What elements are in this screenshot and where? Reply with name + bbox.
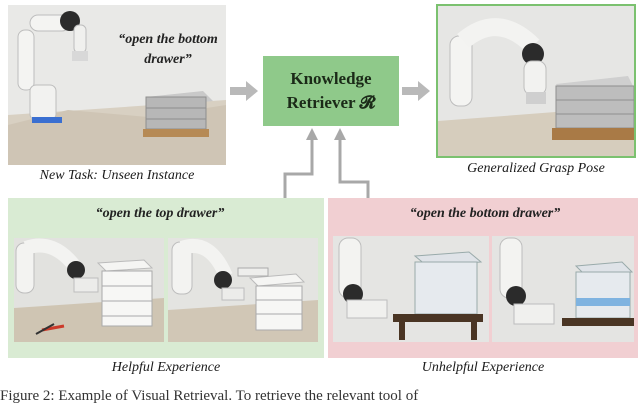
new-task-instruction: “open the bottom drawer” bbox=[118, 32, 218, 67]
generalized-caption: Generalized Grasp Pose bbox=[467, 161, 605, 176]
generalized-grasp-image bbox=[436, 4, 636, 158]
figure-caption: Figure 2: Example of Visual Retrieval. T… bbox=[0, 388, 419, 404]
retriever-line2: Retriever 𝓡 bbox=[286, 93, 376, 112]
new-task-image bbox=[8, 5, 226, 165]
arrow-right-1 bbox=[230, 81, 258, 101]
helpful-instruction: “open the top drawer” bbox=[95, 206, 225, 221]
unhelpful-instruction: “open the bottom drawer” bbox=[409, 206, 561, 221]
helpful-caption: Helpful Experience bbox=[111, 360, 221, 375]
knowledge-retriever-box: Knowledge Retriever 𝓡 bbox=[263, 56, 399, 126]
arrow-right-2 bbox=[402, 81, 430, 101]
helpful-image-1 bbox=[14, 238, 164, 342]
unhelpful-image-1 bbox=[333, 236, 489, 342]
retriever-line1: Knowledge bbox=[290, 69, 372, 88]
unhelpful-image-2 bbox=[492, 236, 634, 342]
helpful-image-2 bbox=[168, 238, 318, 342]
new-task-caption: New Task: Unseen Instance bbox=[39, 168, 195, 183]
unhelpful-caption: Unhelpful Experience bbox=[421, 360, 545, 375]
